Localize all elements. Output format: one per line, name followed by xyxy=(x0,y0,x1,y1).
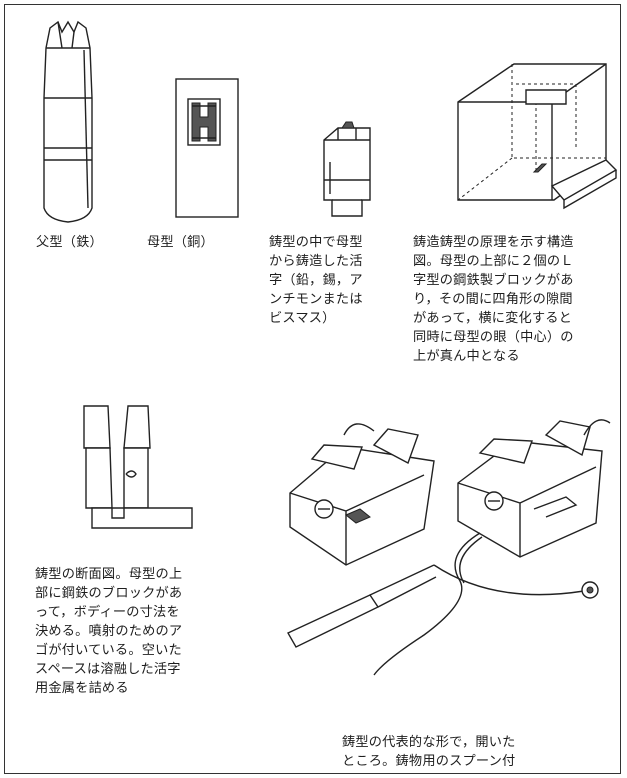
typical-mold-caption: 鋳型の代表的な形で，開いた ところ。鋳物用のスプーン付 xyxy=(342,735,516,769)
mold-cross-section-diagram xyxy=(83,405,193,529)
cross-section-caption: 鋳型の断面図。母型の上 部に鋼鉄のブロックがあ って，ボディーの寸法を 決める。… xyxy=(35,567,183,696)
mother-mold-illustration xyxy=(175,78,239,218)
father-mold-caption: 父型（鉄） xyxy=(36,235,103,250)
casting-principle-caption: 鋳造鋳型の原理を示す構造 図。母型の上部に２個のＬ 字型の鋼鉄製ブロックがあ り… xyxy=(413,235,574,364)
father-mold-illustration xyxy=(43,20,93,223)
cast-type-caption: 鋳型の中で母型 から鋳造した活 字（鉛，錫，ア ンチモンまたは ビスマス） xyxy=(269,235,363,326)
typical-mold-illustration xyxy=(287,419,611,676)
casting-principle-diagram xyxy=(457,63,618,210)
mother-mold-caption: 母型（銅） xyxy=(147,235,214,250)
cast-type-illustration xyxy=(323,121,371,217)
